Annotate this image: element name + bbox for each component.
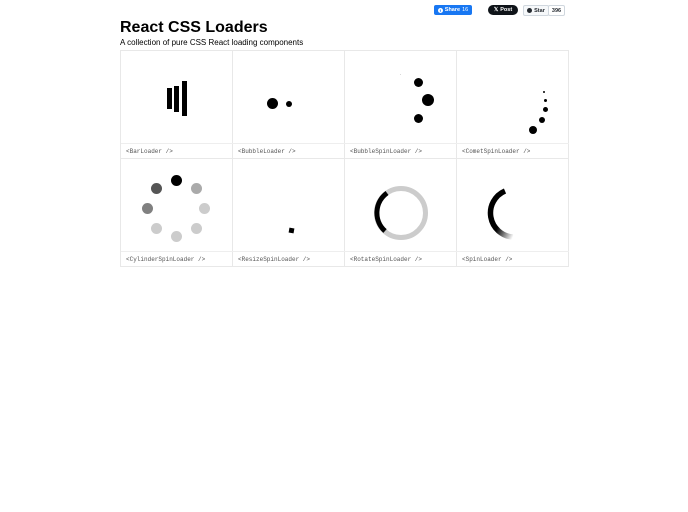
github-star-label: Star bbox=[534, 7, 545, 14]
loader-card-bubble-spin: <BubbleSpinLoader /> bbox=[345, 51, 457, 159]
rotate-spin-loader-graphic bbox=[345, 159, 457, 251]
rotate-ring-icon bbox=[374, 186, 428, 240]
x-icon: 𝕏 bbox=[493, 7, 499, 13]
github-star-button[interactable]: Star bbox=[523, 5, 549, 16]
spin-arc-icon bbox=[487, 188, 514, 240]
comet-spin-loader-graphic bbox=[457, 51, 569, 143]
bubble-loader-graphic bbox=[233, 51, 345, 143]
loader-caption: <BubbleLoader /> bbox=[233, 143, 345, 158]
loader-caption: <BarLoader /> bbox=[121, 143, 233, 158]
page-subtitle: A collection of pure CSS React loading c… bbox=[120, 38, 304, 47]
bubble-spin-loader-graphic bbox=[345, 51, 457, 143]
loader-caption: <CylinderSpinLoader /> bbox=[121, 251, 233, 266]
facebook-share-count: 16 bbox=[462, 7, 469, 13]
loader-card-bar: <BarLoader /> bbox=[121, 51, 233, 159]
facebook-share-button[interactable]: f Share 16 bbox=[434, 5, 472, 15]
facebook-share-label: Share bbox=[444, 7, 461, 13]
loader-card-bubble: <BubbleLoader /> bbox=[233, 51, 345, 159]
loader-caption: <ResizeSpinLoader /> bbox=[233, 251, 345, 266]
loader-card-resize-spin: <ResizeSpinLoader /> bbox=[233, 159, 345, 267]
x-post-label: Post bbox=[500, 7, 513, 13]
page-title: React CSS Loaders bbox=[120, 19, 268, 36]
loader-caption: <CometSpinLoader /> bbox=[457, 143, 569, 158]
loader-card-comet-spin: <CometSpinLoader /> bbox=[457, 51, 569, 159]
resize-spin-loader-graphic bbox=[233, 159, 345, 251]
loader-grid: <BarLoader /> <BubbleLoader /> <BubbleSp… bbox=[120, 50, 569, 267]
facebook-icon: f bbox=[437, 7, 443, 13]
x-post-button[interactable]: 𝕏 Post bbox=[488, 5, 518, 15]
loader-card-cylinder-spin: <CylinderSpinLoader /> bbox=[121, 159, 233, 267]
github-icon bbox=[527, 8, 533, 13]
loader-caption: <SpinLoader /> bbox=[457, 251, 569, 266]
loader-card-spin: <SpinLoader /> bbox=[457, 159, 569, 267]
loader-caption: <BubbleSpinLoader /> bbox=[345, 143, 457, 158]
cylinder-spin-loader-graphic bbox=[121, 159, 233, 251]
loader-card-rotate-spin: <RotateSpinLoader /> bbox=[345, 159, 457, 267]
github-star-count[interactable]: 396 bbox=[548, 5, 565, 16]
spin-loader-graphic bbox=[457, 159, 569, 251]
bar-loader-graphic bbox=[121, 51, 233, 143]
loader-caption: <RotateSpinLoader /> bbox=[345, 251, 457, 266]
